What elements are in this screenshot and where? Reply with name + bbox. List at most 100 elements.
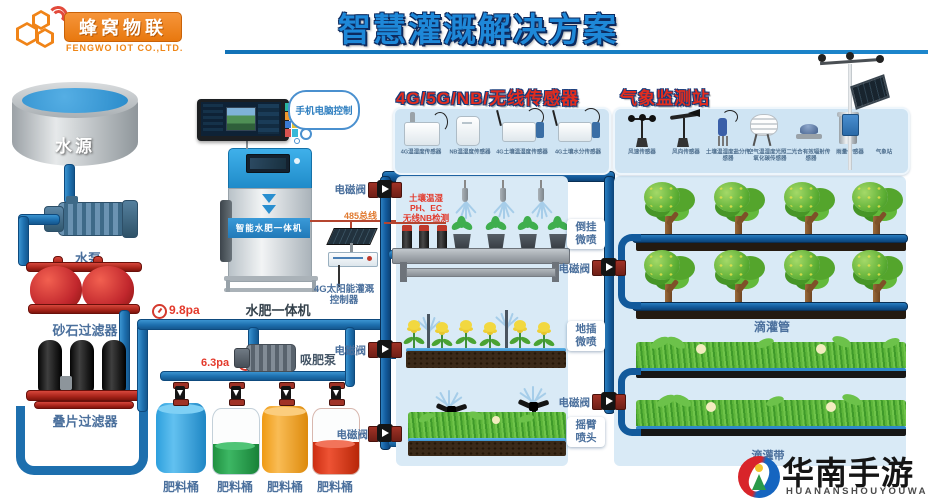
barrel-valve-icon xyxy=(228,382,245,406)
company-logo: 蜂窝物联 FENGWO IOT CO.,LTD. xyxy=(8,4,208,54)
weather-label: 风速传感器 xyxy=(628,150,656,156)
soil-probe-icon xyxy=(419,225,429,251)
sensor-label: NB温湿度传感器 xyxy=(449,150,491,156)
cloud-note-text: 手机电脑控制 xyxy=(295,106,353,117)
tablet-screen xyxy=(201,102,281,136)
potted-plant xyxy=(449,214,475,236)
valve-label: 电磁阀 xyxy=(558,397,591,409)
company-name: FENGWO IOT CO.,LTD. xyxy=(66,43,184,53)
par-sensor-icon xyxy=(796,124,822,146)
potted-plant xyxy=(483,214,509,236)
tree xyxy=(708,250,772,308)
water-source-tank: 水源 xyxy=(12,82,138,168)
watermark-en: HUANANSHOUYOUWANG xyxy=(786,486,928,497)
weather-label: 空气温湿度光照二氧化碳传感器 xyxy=(747,150,793,162)
wind-vane-icon xyxy=(668,109,700,148)
valve-label: 电磁阀 xyxy=(334,345,367,357)
drip-tape xyxy=(636,368,906,378)
sensor-panel-title: 4G/5G/NB/无线传感器 xyxy=(396,89,580,108)
solar-controller xyxy=(324,226,380,287)
fert-pressure: 6.3pa xyxy=(201,357,230,369)
anemometer-icon xyxy=(628,114,656,148)
water-surface xyxy=(22,88,128,113)
soil-bed xyxy=(408,441,566,456)
fertilizer-barrel-green xyxy=(212,408,260,475)
title-underline xyxy=(225,50,928,54)
sand-filter xyxy=(26,254,142,318)
honeycomb-icon xyxy=(32,10,50,30)
soil-bed xyxy=(406,351,566,368)
tree xyxy=(778,250,842,308)
barrel-label: 肥料桶 xyxy=(266,480,303,494)
barrel-label: 肥料桶 xyxy=(316,480,353,494)
control-tablet xyxy=(197,99,298,141)
cloud-note: 手机电脑控制 xyxy=(288,90,360,130)
sensor-device xyxy=(402,112,448,148)
valve-label: 电磁阀 xyxy=(558,263,591,275)
honeycomb-icon xyxy=(36,28,54,48)
solenoid-valve-icon xyxy=(592,392,626,410)
water-source-label: 水源 xyxy=(55,137,95,156)
weather-label: 风向传感器 xyxy=(672,150,700,156)
zone-label-ground-spray: 地插微喷 xyxy=(567,321,605,351)
barrel-valve-icon xyxy=(172,382,189,406)
machine-screen xyxy=(246,154,290,173)
potted-plant xyxy=(545,214,571,236)
soil-probe-icon xyxy=(437,225,447,251)
tree xyxy=(846,182,910,240)
flower-plant xyxy=(532,322,556,354)
solenoid-valve-icon xyxy=(592,258,626,276)
machine-band-label: 智能水肥一体机 xyxy=(228,218,310,238)
brand-name: 蜂窝物联 xyxy=(79,18,167,38)
plant-pot xyxy=(519,234,537,250)
machine-label: 水肥一体机 xyxy=(245,303,311,318)
solenoid-valve-icon xyxy=(368,180,402,198)
solenoid-valve-icon xyxy=(368,424,402,442)
pressure-gauge-icon xyxy=(152,304,167,319)
plant-pot xyxy=(549,234,567,250)
barrel-valve-icon xyxy=(328,382,345,406)
plant-pot xyxy=(487,234,505,250)
flower-plant xyxy=(402,320,426,352)
soil-probe-icon xyxy=(402,225,412,251)
hanging-sprayer xyxy=(499,180,507,204)
fertilizer-barrel-red xyxy=(312,408,360,475)
radiation-shield-icon xyxy=(748,114,778,148)
weather-panel-title: 气象监测站 xyxy=(620,89,710,108)
spray-stake xyxy=(505,310,508,352)
flower-plant xyxy=(454,320,478,352)
zone-label-hanging-spray: 倒挂微喷 xyxy=(567,219,605,249)
potted-plant xyxy=(515,214,541,236)
hanging-sprayer xyxy=(537,180,545,204)
drip-tape xyxy=(636,426,906,436)
sensor-device xyxy=(456,114,482,148)
watermark-logo-icon xyxy=(738,456,780,498)
flower-plant xyxy=(508,320,532,352)
flower-plant xyxy=(478,322,502,354)
disc-filter-label: 叠片过滤器 xyxy=(52,414,118,429)
grow-bench xyxy=(392,248,570,282)
honeycomb-icon xyxy=(16,22,38,46)
sensor-label: 4G土壤水分传感器 xyxy=(554,150,601,156)
page-title: 智慧灌溉解决方案 xyxy=(338,11,618,48)
fertilizer-barrel-blue xyxy=(156,403,206,473)
sensor-label: 4G温湿度传感器 xyxy=(400,150,442,156)
bus-label: 485总线 xyxy=(344,211,378,221)
solar-controller-label: 4G太阳能灌溉控制器 xyxy=(313,284,375,306)
weather-label: 光合有效辐射传感器 xyxy=(791,150,831,162)
valve-label: 电磁阀 xyxy=(336,429,369,441)
seedling-row xyxy=(636,391,906,426)
tree xyxy=(638,250,702,308)
tree xyxy=(778,182,842,240)
sensor-label: 4G土壤温湿度传感器 xyxy=(496,150,548,156)
brand-box: 蜂窝物联 xyxy=(64,12,182,42)
watermark: 华南手游网 HUANANSHOUYOUWANG xyxy=(736,448,928,500)
fertilizer-barrel-orange xyxy=(262,406,308,473)
barrel-label: 肥料桶 xyxy=(162,480,199,494)
tree xyxy=(708,182,772,240)
drip-pipe-label: 滴灌管 xyxy=(753,320,790,334)
suction-pump-label: 吸肥泵 xyxy=(300,353,337,367)
sensor-device xyxy=(496,108,546,148)
